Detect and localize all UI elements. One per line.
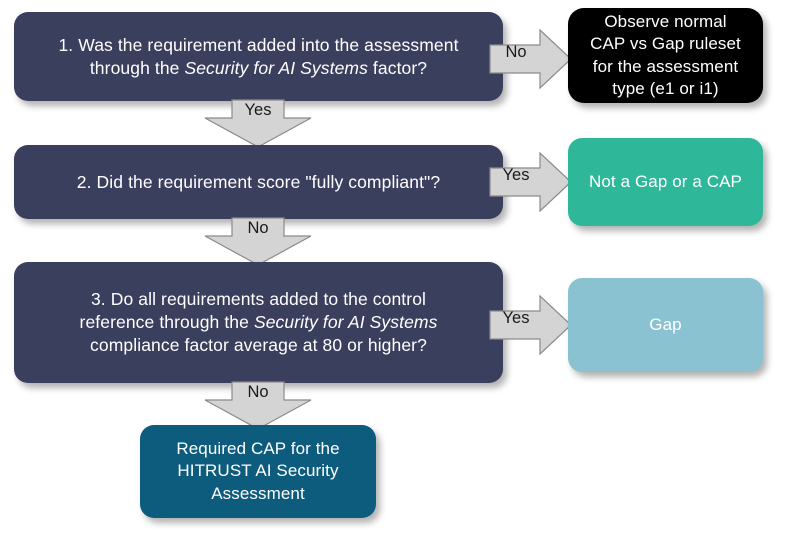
decision-node-3[interactable]: 3. Do all requirements added to the cont… (14, 262, 503, 383)
arrow-q1-yes (204, 99, 312, 148)
arrow-q3-yes-shape (489, 294, 572, 356)
arrow-q2-no (204, 217, 312, 266)
terminal-node-observe[interactable]: Observe normal CAP vs Gap ruleset for th… (568, 8, 763, 103)
decision-node-2-text: 2. Did the requirement score "fully comp… (76, 171, 441, 192)
decision-node-1-text: 1. Was the requirement added into the as… (28, 34, 489, 80)
required-cap-line3: Assessment (211, 483, 305, 503)
terminal-node-gap-text: Gap (649, 314, 682, 334)
decision-node-1-line1: 1. Was the requirement added into the as… (58, 34, 459, 55)
decision-node-3-line2-emphasis: Security for AI Systems (253, 312, 438, 333)
arrow-q2-yes-shape (489, 151, 572, 213)
decision-node-3-line2-pre: reference through the (79, 312, 254, 333)
terminal-node-gap[interactable]: Gap (568, 278, 763, 372)
observe-line3: for the assessment (592, 56, 739, 76)
terminal-node-observe-text: Observe normal CAP vs Gap ruleset for th… (582, 11, 749, 99)
observe-line4: type (e1 or i1) (612, 78, 719, 98)
decision-node-1-line2-emphasis: Security for AI Systems (184, 57, 368, 78)
decision-node-2[interactable]: 2. Did the requirement score "fully comp… (14, 145, 503, 219)
terminal-node-required-cap[interactable]: Required CAP for the HITRUST AI Security… (140, 425, 376, 518)
arrow-q1-yes-shape (204, 99, 312, 148)
arrow-q3-no (204, 381, 312, 430)
terminal-node-not-gap-text: Not a Gap or a CAP (589, 171, 742, 191)
terminal-node-required-cap-text: Required CAP for the HITRUST AI Security… (154, 438, 362, 504)
decision-node-3-line1: 3. Do all requirements added to the cont… (90, 289, 427, 310)
required-cap-line1: Required CAP for the (176, 439, 340, 459)
arrow-q1-no (489, 28, 572, 90)
decision-node-3-text: 3. Do all requirements added to the cont… (28, 288, 489, 356)
decision-node-1[interactable]: 1. Was the requirement added into the as… (14, 12, 503, 101)
arrow-q2-yes (489, 151, 572, 213)
observe-line2: CAP vs Gap ruleset (590, 34, 741, 54)
arrow-q1-no-shape (489, 28, 572, 90)
arrow-q3-no-shape (204, 381, 312, 430)
decision-node-1-line2-pre: through the (89, 57, 185, 78)
arrow-q3-yes (489, 294, 572, 356)
terminal-node-not-gap[interactable]: Not a Gap or a CAP (568, 138, 763, 226)
arrow-q2-no-shape (204, 217, 312, 266)
decision-node-3-line3: compliance factor average at 80 or highe… (90, 334, 427, 355)
observe-line1: Observe normal (604, 12, 727, 32)
decision-node-1-line2-post: factor? (367, 57, 428, 78)
required-cap-line2: HITRUST AI Security (177, 461, 339, 481)
